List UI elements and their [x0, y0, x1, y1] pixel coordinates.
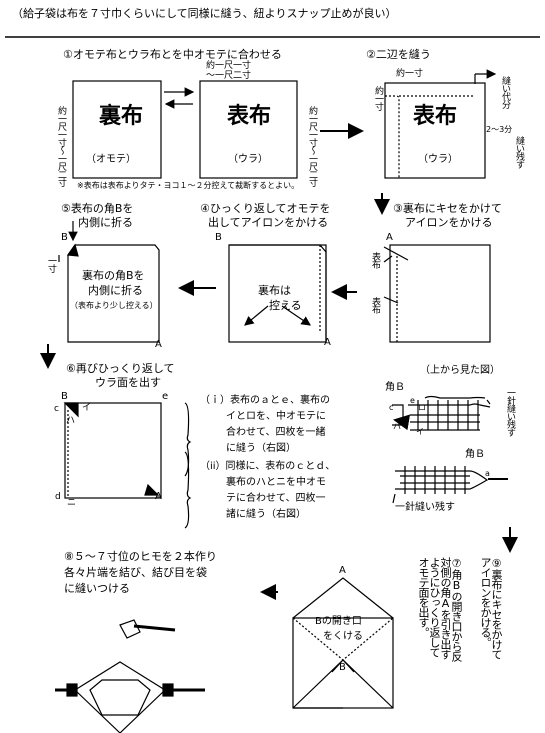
- fig5-ichisun: 一寸: [46, 256, 56, 272]
- fig2-seam: 縫い代分: [500, 76, 510, 108]
- figE-text-1: Bの開き口: [315, 616, 362, 627]
- fig5-b: B: [61, 232, 68, 243]
- fig6-cloth: [64, 402, 162, 499]
- fig3-cloth: [389, 244, 491, 343]
- fig6-i: イ: [82, 403, 92, 413]
- step-5-title-2: 内側に折る: [78, 216, 133, 229]
- fig-envelope: [292, 577, 394, 709]
- step-2-title: ②二辺を縫う: [366, 48, 431, 61]
- step-3-title: ③裏布にキセをかけて: [393, 202, 502, 215]
- step-6-title-2: ウラ面を出す: [95, 376, 161, 389]
- figR-c: c: [389, 403, 394, 412]
- fig2-cloth: [384, 82, 486, 179]
- step-1-title: ①オモテ布とウラ布とを中オモテに合わせる: [63, 48, 282, 61]
- fig1-dim-top-1: 約一尺一寸: [206, 61, 252, 71]
- step-8-title-3: に縫いつける: [64, 582, 130, 595]
- fig5-text-1: 裏布の角Bを: [82, 269, 145, 282]
- fig1-back-sub: （オモテ）: [86, 154, 136, 165]
- fig3-front: 表布: [370, 252, 380, 268]
- fig1-dim-top-2: ～一尺二寸: [206, 71, 252, 81]
- fig1-dim-right: 約一尺一寸～一尺二寸: [307, 106, 317, 186]
- fig4-a: A: [324, 337, 331, 348]
- fig6-d: d: [55, 492, 61, 502]
- instr-i-4: に縫う（右図）: [226, 443, 296, 454]
- instr-ii-3: テに合わせて、四枚一: [226, 493, 326, 504]
- step-3-title-2: アイロンをかける: [405, 216, 493, 229]
- fig4-text-1: 裏布は: [258, 284, 291, 297]
- instr-i-3: 合わせて、四枚を一緒: [226, 427, 326, 438]
- step-8-title: ⑧５～７寸位のヒモを２本作り: [64, 550, 217, 563]
- fig1-dim-left: 約一尺一寸～一尺二寸: [56, 106, 66, 186]
- fig2-seam-size: 2～3分: [486, 125, 513, 134]
- figR-title: （上から見た図）: [420, 365, 500, 376]
- figR-leave-1: 一針縫い残す: [505, 388, 515, 436]
- fig5-a: A: [155, 339, 162, 350]
- fig1-front-cloth: [199, 80, 298, 179]
- figR-e: e: [410, 396, 415, 405]
- instr-ii-4: 諸に縫う（右図）: [226, 509, 306, 520]
- fig1-front-sub: （ウラ）: [228, 154, 268, 165]
- figE-a: A: [339, 565, 346, 576]
- instr-i-2: イとロを、中オモテに: [226, 411, 326, 422]
- figR-ro: ロ: [418, 403, 426, 412]
- fig1-back-label: 裏布: [99, 104, 144, 129]
- fig3-back: 表布: [370, 297, 380, 313]
- fig1-front-label: 表布: [227, 104, 272, 129]
- instr-i-1: （ｉ）表布のａとｅ、裏布の: [200, 395, 330, 406]
- figR-ha: ハ: [393, 422, 401, 431]
- step-4-title-2: 出してアイロンをかける: [208, 216, 329, 229]
- figE-text-2: をくける: [323, 631, 363, 642]
- figR-i: イ: [416, 427, 424, 436]
- step-9-text: ⑨裏布にキセをかけてアイロンをかける。: [479, 557, 503, 659]
- fig6-e: e: [162, 391, 169, 402]
- page-header: （給子袋は布を７寸巾くらいにして同様に縫う、紐よりスナップ止めが良い）: [12, 7, 397, 20]
- figE-b: B: [339, 662, 346, 673]
- fig4-b: B: [215, 232, 222, 243]
- fig6-a: A: [155, 491, 162, 502]
- fig2-leave: 縫い残す: [514, 136, 524, 168]
- instr-ii-1: （ii）同様に、表布のｃとｄ、: [200, 461, 336, 472]
- fig2-cloth-sub: （ウラ）: [418, 154, 458, 165]
- step-7-text: ⑦角Bの開き口から反対側の角Aを引き出すようにひっくり返してオモテ面を出す。: [417, 557, 463, 661]
- fig4-text-2: 控える: [269, 299, 302, 312]
- fig6-b: B: [61, 391, 68, 402]
- fig2-dim-left: 約一寸: [373, 86, 383, 110]
- fig1-back-cloth: [72, 80, 162, 179]
- fig1-note: ※表布は表布よりタテ・ヨコ１～２分控えて裁断するとよい。: [77, 181, 300, 190]
- figR-a: a: [485, 469, 490, 478]
- fig2-dim-top: 約一寸: [396, 69, 424, 79]
- fig6-ni: ニ: [67, 498, 77, 508]
- fig3-a: A: [386, 232, 393, 243]
- step-4-title: ④ひっくり返してオモテを: [200, 202, 331, 215]
- step-8-title-2: 各々片端を結び、結び目を袋: [64, 566, 207, 579]
- fig-bag: [55, 619, 205, 733]
- fig6-c: c: [54, 404, 59, 414]
- figR-corner-b2: 角Ｂ: [465, 449, 485, 460]
- fig5-text-2: 内側に折る: [88, 284, 143, 297]
- fig-top-view: [392, 395, 508, 504]
- step-5-title: ⑤表布の角Bを: [61, 202, 134, 215]
- fig6-ha: ハ: [66, 416, 76, 426]
- step-6-title: ⑥再びひっくり返して: [66, 362, 175, 375]
- fig5-text-3: （表布より少し控える）: [70, 301, 158, 310]
- fig2-cloth-label: 表布: [413, 104, 458, 129]
- figR-leave-2: 一針縫い残す: [395, 502, 455, 513]
- instr-ii-2: 裏布のハとニを中オモ: [226, 477, 326, 488]
- figR-corner-b1: 角Ｂ: [385, 382, 405, 393]
